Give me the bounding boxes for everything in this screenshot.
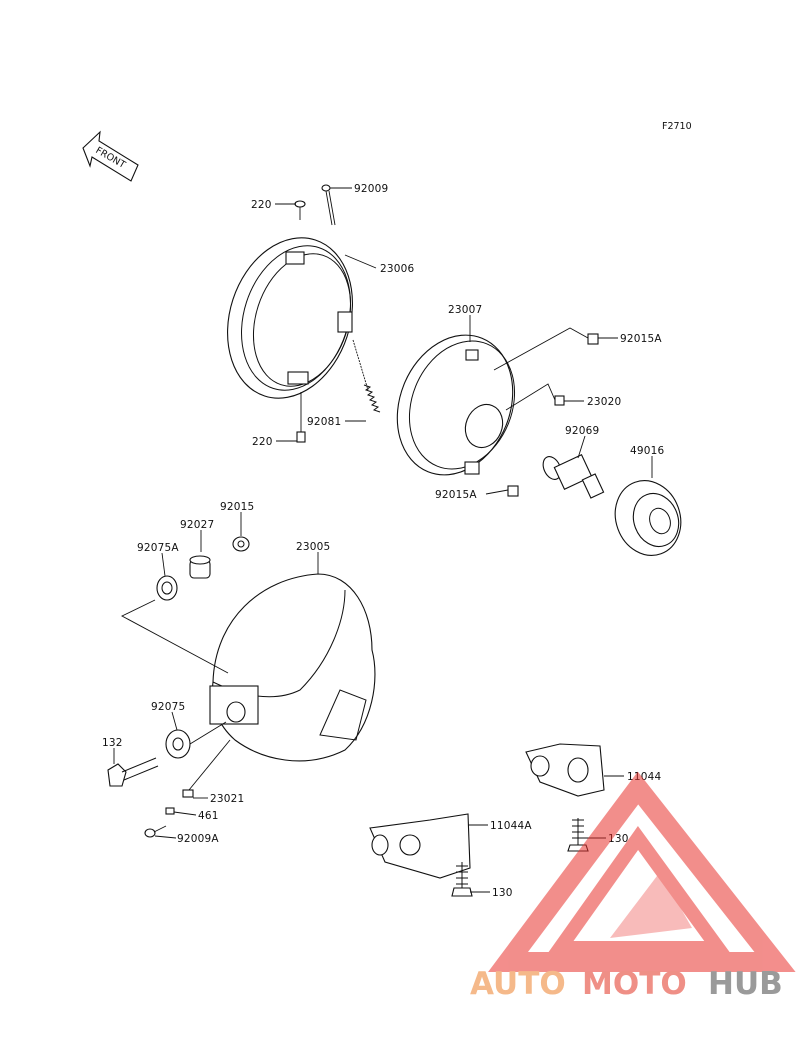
watermark-logo <box>488 771 796 972</box>
bolt-132 <box>107 757 159 787</box>
bulb-92069 <box>542 454 605 499</box>
callout-130-bottom: 130 <box>492 887 513 899</box>
spring-92081 <box>352 339 381 413</box>
callout-23005: 23005 <box>296 541 330 553</box>
watermark-text: AUTO MOTO HUB <box>470 966 783 1002</box>
headlight-housing <box>209 573 376 762</box>
callout-220-top: 220 <box>251 199 272 211</box>
headlight-unit <box>396 334 516 476</box>
nut-92015A-top <box>587 333 599 345</box>
callout-92015A-bottom: 92015A <box>435 489 477 501</box>
callout-labels: 220 92009 23006 23007 92015A 23020 92081… <box>102 183 665 899</box>
callout-23020: 23020 <box>587 396 621 408</box>
screw-220-bottom <box>296 392 306 443</box>
callout-92075: 92075 <box>151 701 185 713</box>
callout-49016: 49016 <box>630 445 665 457</box>
figure-code: F2710 <box>662 121 692 132</box>
collar-92027 <box>189 555 211 579</box>
nut-92015A-bottom <box>507 485 519 497</box>
clip-23021 <box>182 789 194 798</box>
callout-132: 132 <box>102 737 123 749</box>
watermark-part-auto: AUTO <box>470 966 566 1002</box>
clip-461 <box>165 807 175 815</box>
callout-92069: 92069 <box>565 425 599 437</box>
callout-92081: 92081 <box>307 416 341 428</box>
bracket-11044A <box>369 813 473 897</box>
callout-92075A: 92075A <box>137 542 179 554</box>
watermark-part-moto: MOTO <box>582 966 687 1002</box>
screw-92009A <box>144 825 167 838</box>
screw-220-top <box>294 200 306 220</box>
callout-92027: 92027 <box>180 519 214 531</box>
grommet-92075 <box>165 729 191 759</box>
front-arrow-icon: FRONT <box>82 130 139 182</box>
headlight-rim <box>227 237 353 399</box>
dust-cover-49016 <box>614 480 682 556</box>
nut-92015 <box>232 536 250 552</box>
callout-92009A: 92009A <box>177 833 219 845</box>
callout-92009: 92009 <box>354 183 388 195</box>
watermark-part-hub: HUB <box>708 966 783 1002</box>
screw-92009 <box>321 184 336 226</box>
callout-461: 461 <box>198 810 219 822</box>
callout-11044A: 11044A <box>490 820 532 832</box>
leader-lines <box>113 187 653 893</box>
callout-23006: 23006 <box>380 263 415 275</box>
callout-23021: 23021 <box>210 793 244 805</box>
callout-220-bottom: 220 <box>252 436 273 448</box>
callout-92015: 92015 <box>220 501 254 513</box>
bracket-11044 <box>525 743 605 852</box>
grommet-92075A <box>156 575 178 601</box>
callout-23007: 23007 <box>448 304 482 316</box>
callout-92015A-top: 92015A <box>620 333 662 345</box>
clip-23020 <box>554 395 565 406</box>
